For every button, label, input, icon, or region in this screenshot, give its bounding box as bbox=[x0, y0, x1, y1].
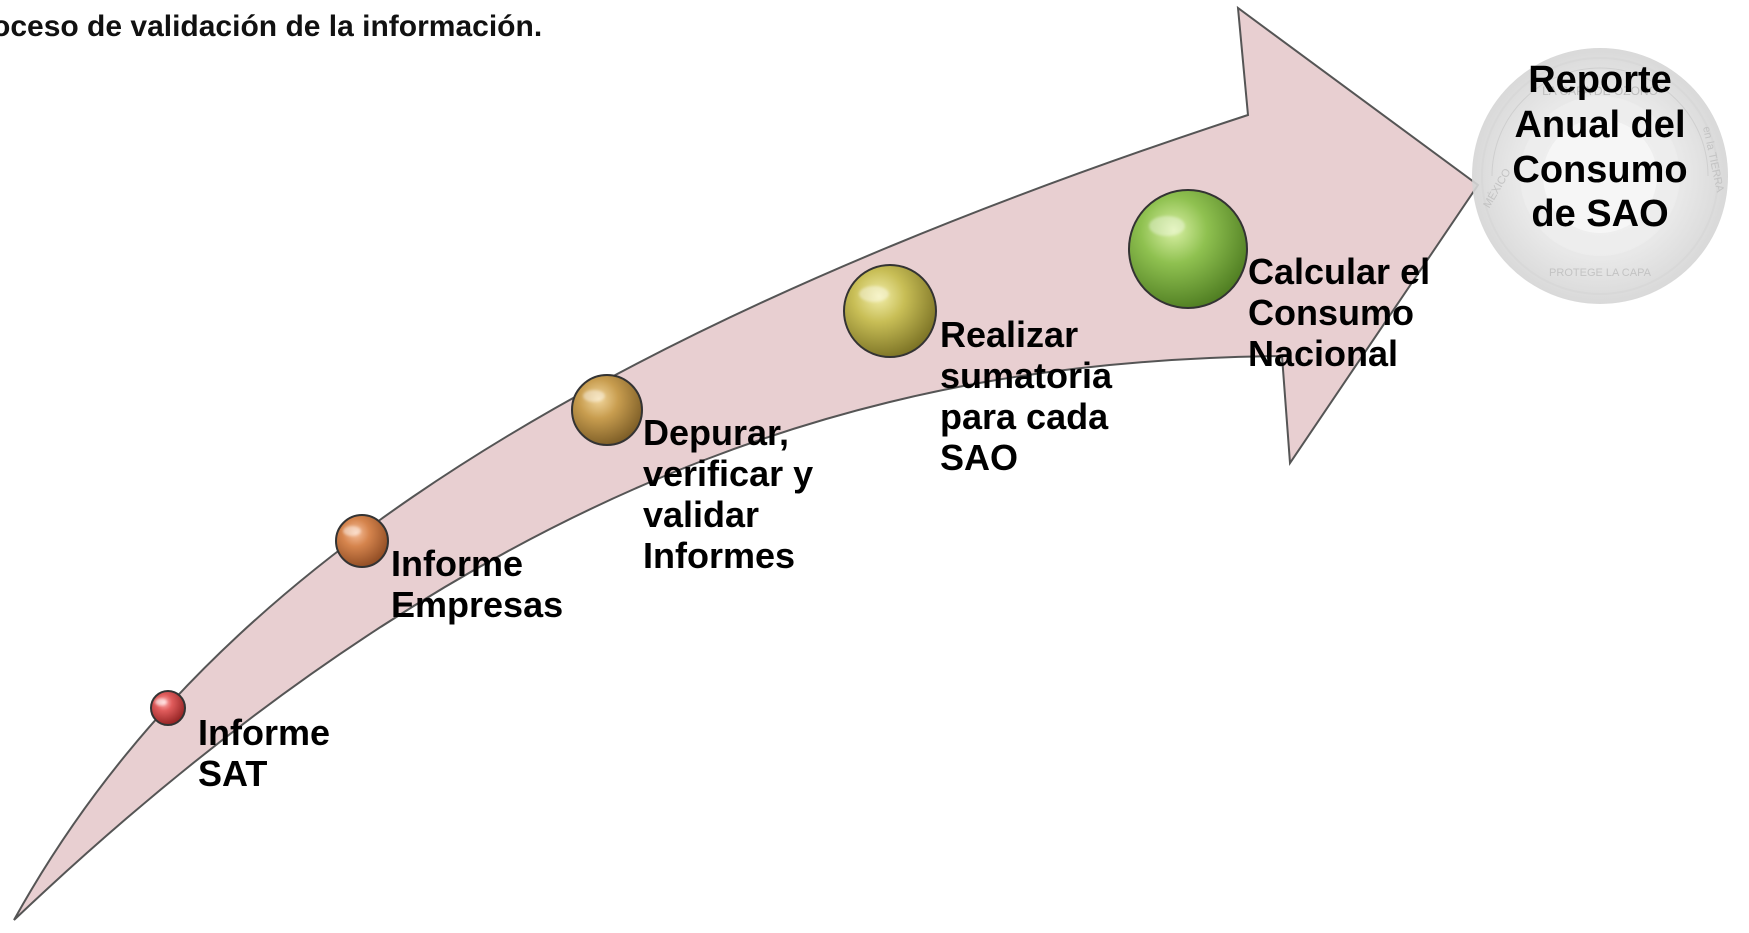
step-label-5: Calcular el Consumo Nacional bbox=[1248, 251, 1431, 375]
step-circle-2 bbox=[335, 514, 389, 568]
ozone-seal-icon: LA CAPA DE OZONO PROTEGE LA CAPA MÉXICO … bbox=[1472, 48, 1728, 304]
page-title: oceso de validación de la información. bbox=[0, 10, 543, 43]
step-label-2: Informe Empresas bbox=[391, 543, 564, 626]
step-label-3: Depurar, verificar y validar Informes bbox=[643, 412, 814, 577]
step-circle-5 bbox=[1128, 189, 1248, 309]
step-label-4: Realizar sumatoria para cada SAO bbox=[940, 314, 1113, 479]
svg-text:LA CAPA DE OZONO: LA CAPA DE OZONO bbox=[1542, 84, 1658, 98]
step-label-1: Informe SAT bbox=[198, 712, 331, 795]
step-circle-1 bbox=[150, 690, 186, 726]
step-circle-3 bbox=[571, 374, 643, 446]
curved-arrow-body bbox=[13, 5, 1480, 921]
svg-text:PROTEGE LA CAPA: PROTEGE LA CAPA bbox=[1549, 267, 1652, 279]
result-label: Reporte Anual del Consumo de SAO bbox=[1512, 59, 1688, 236]
step-circle-4 bbox=[843, 264, 937, 358]
